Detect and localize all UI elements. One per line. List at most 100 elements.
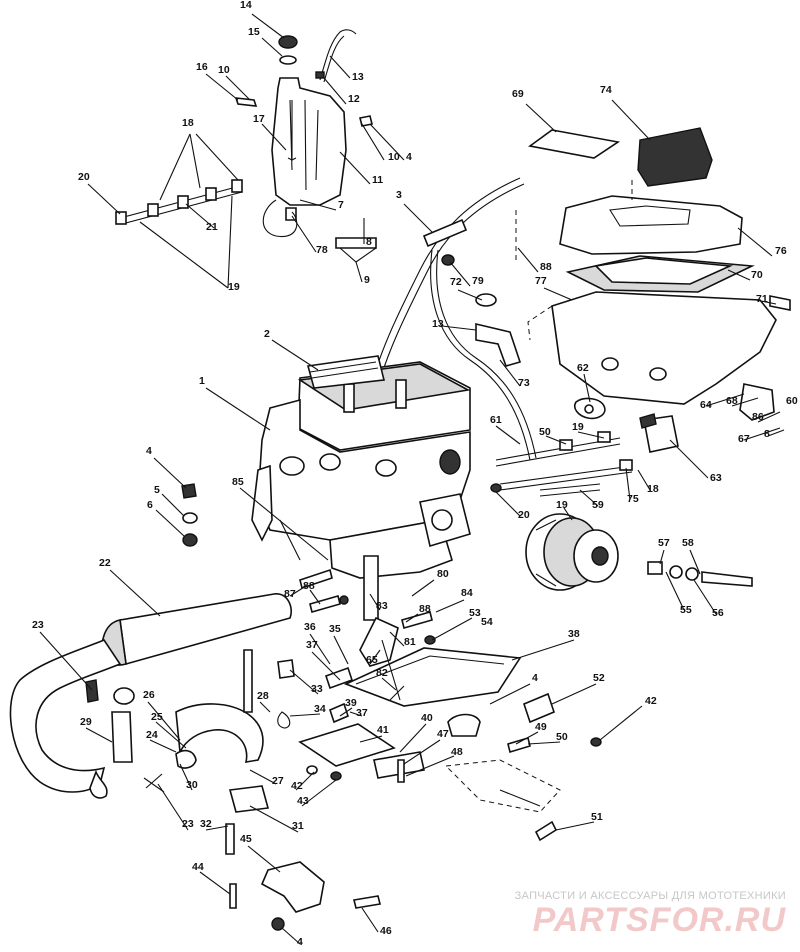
callout-19: 19 [572,421,584,433]
callout-40: 40 [421,712,433,724]
callout-23: 23 [182,818,194,830]
callout-32: 32 [200,818,212,830]
callout-58: 58 [682,537,694,549]
leader-lines [39,13,785,945]
air-box-assembly [515,127,791,421]
callout-16: 16 [196,61,208,73]
engine-mount-plate [298,555,561,813]
callout-79: 79 [472,275,484,287]
exhaust-system [9,593,325,913]
callout-55: 55 [680,604,692,616]
callout-60: 60 [786,395,798,407]
hardware [181,483,602,931]
watermark: ЗАПЧАСТИ И АКСЕССУАРЫ ДЛЯ МОТОТЕХНИКИ PA… [515,890,786,938]
callout-4: 4 [146,445,152,457]
callout-41: 41 [377,724,389,736]
callout-74: 74 [600,84,612,96]
callout-47: 47 [437,728,449,740]
callout-56: 56 [712,607,724,619]
callout-13: 13 [352,71,364,83]
callout-83: 83 [376,600,388,612]
callout-24: 24 [146,729,158,741]
callout-39: 39 [345,697,357,709]
callout-52: 52 [593,672,605,684]
callout-50: 50 [539,426,551,438]
callout-9: 9 [364,274,370,286]
engine-block [251,355,471,579]
callout-49: 49 [535,721,547,733]
callout-8: 8 [764,428,770,440]
callout-67: 67 [738,433,750,445]
callout-65: 65 [366,654,378,666]
callout-64: 64 [700,399,712,411]
callout-44: 44 [192,861,204,873]
callout-61: 61 [490,414,502,426]
callout-68: 68 [726,395,738,407]
callout-36: 36 [304,621,316,633]
callout-22: 22 [99,557,111,569]
callout-43: 43 [297,795,309,807]
watermark-logo: PARTSFOR.RU [532,901,786,939]
callout-1: 1 [199,375,205,387]
callout-13: 13 [432,318,444,330]
callout-42: 42 [645,695,657,707]
callout-14: 14 [240,0,252,11]
intake-fittings [490,413,679,497]
callout-59: 59 [592,499,604,511]
callout-37: 37 [306,639,318,651]
callout-76: 76 [775,245,787,257]
callout-30: 30 [186,779,198,791]
callout-86: 86 [752,411,764,423]
callout-78: 78 [316,244,328,256]
callout-35: 35 [329,623,341,635]
callout-6: 6 [147,499,153,511]
callout-82: 82 [376,667,388,679]
callout-7: 7 [338,199,344,211]
callout-51: 51 [591,811,603,823]
callout-2: 2 [264,328,270,340]
callout-85: 85 [232,476,244,488]
callout-57: 57 [658,537,670,549]
callout-69: 69 [512,88,524,100]
callout-46: 46 [380,925,392,937]
callout-70: 70 [751,269,763,281]
callout-62: 62 [577,362,589,374]
watermark-tagline: ЗАПЧАСТИ И АКСЕССУАРЫ ДЛЯ МОТОТЕХНИКИ [514,890,786,902]
callout-80: 80 [437,568,449,580]
callout-21: 21 [206,221,218,233]
callout-53: 53 [469,607,481,619]
callout-19: 19 [556,499,568,511]
callout-29: 29 [80,716,92,728]
callout-15: 15 [248,26,260,38]
callout-5: 5 [154,484,160,496]
callout-19: 19 [228,281,240,293]
callout-20: 20 [78,171,90,183]
callout-33: 33 [311,683,323,695]
callout-75: 75 [627,493,639,505]
callout-87: 87 [284,588,296,600]
callout-28: 28 [257,690,269,702]
callout-63: 63 [710,472,722,484]
callout-31: 31 [292,820,304,832]
callout-20: 20 [518,509,530,521]
callout-77: 77 [535,275,547,287]
callout-12: 12 [348,93,360,105]
callout-45: 45 [240,833,252,845]
callout-18: 18 [647,483,659,495]
callout-26: 26 [143,689,155,701]
callout-4: 4 [532,672,538,684]
callout-88: 88 [303,580,315,592]
callout-50: 50 [556,731,568,743]
callout-4: 4 [406,151,412,163]
callout-4: 4 [297,936,303,948]
throttle-cable [369,177,537,461]
callout-8: 8 [366,236,372,248]
callout-48: 48 [451,746,463,758]
callout-27: 27 [272,775,284,787]
callout-81: 81 [404,636,416,648]
callout-71: 71 [756,293,768,305]
callout-25: 25 [151,711,163,723]
callout-11: 11 [372,174,383,186]
